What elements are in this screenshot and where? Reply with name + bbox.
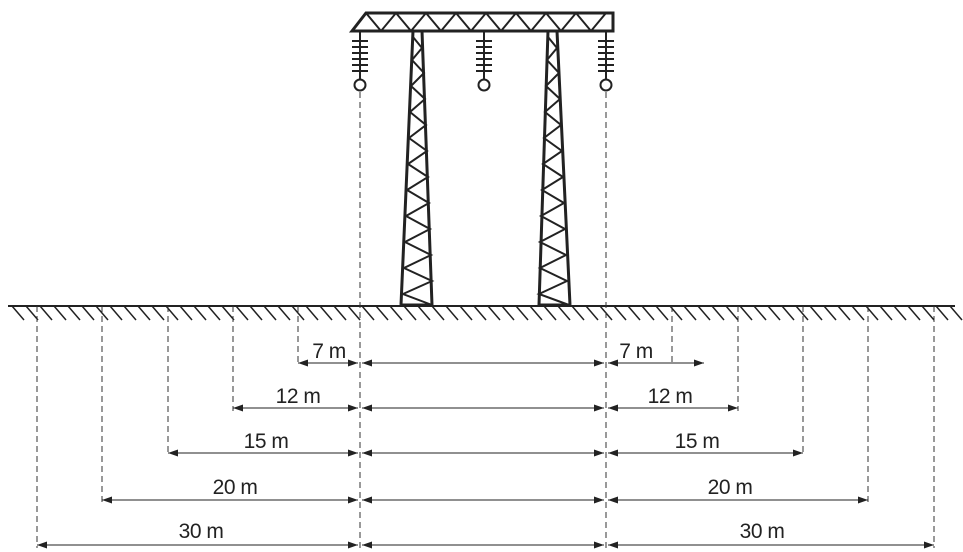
dimension-row-15m: 15 m 15 m bbox=[168, 430, 803, 457]
insulator-left bbox=[352, 31, 368, 92]
tower-crossarm bbox=[348, 11, 615, 33]
label-15m-right: 15 m bbox=[675, 430, 720, 453]
tower-leg-left bbox=[399, 30, 435, 307]
tower-leg-right bbox=[536, 30, 572, 307]
insulator-center bbox=[476, 31, 492, 92]
ground bbox=[8, 305, 963, 321]
dimension-row-7m: 7 m 7 m bbox=[298, 340, 704, 367]
label-30m-left: 30 m bbox=[179, 520, 224, 543]
extension-lines bbox=[36, 92, 935, 550]
insulator-right bbox=[598, 31, 614, 92]
label-20m-left: 20 m bbox=[213, 476, 258, 499]
label-12m-left: 12 m bbox=[276, 385, 321, 408]
label-7m-right: 7 m bbox=[619, 340, 653, 363]
label-12m-right: 12 m bbox=[648, 385, 693, 408]
label-30m-right: 30 m bbox=[740, 520, 785, 543]
dimension-row-12m: 12 m 12 m bbox=[233, 385, 738, 412]
label-7m-left: 7 m bbox=[312, 340, 346, 363]
ground-hatching bbox=[11, 305, 963, 321]
label-20m-right: 20 m bbox=[708, 476, 753, 499]
label-15m-left: 15 m bbox=[244, 430, 289, 453]
dimension-row-20m: 20 m 20 m bbox=[102, 476, 868, 504]
dimension-row-30m: 30 m 30 m bbox=[37, 520, 934, 549]
